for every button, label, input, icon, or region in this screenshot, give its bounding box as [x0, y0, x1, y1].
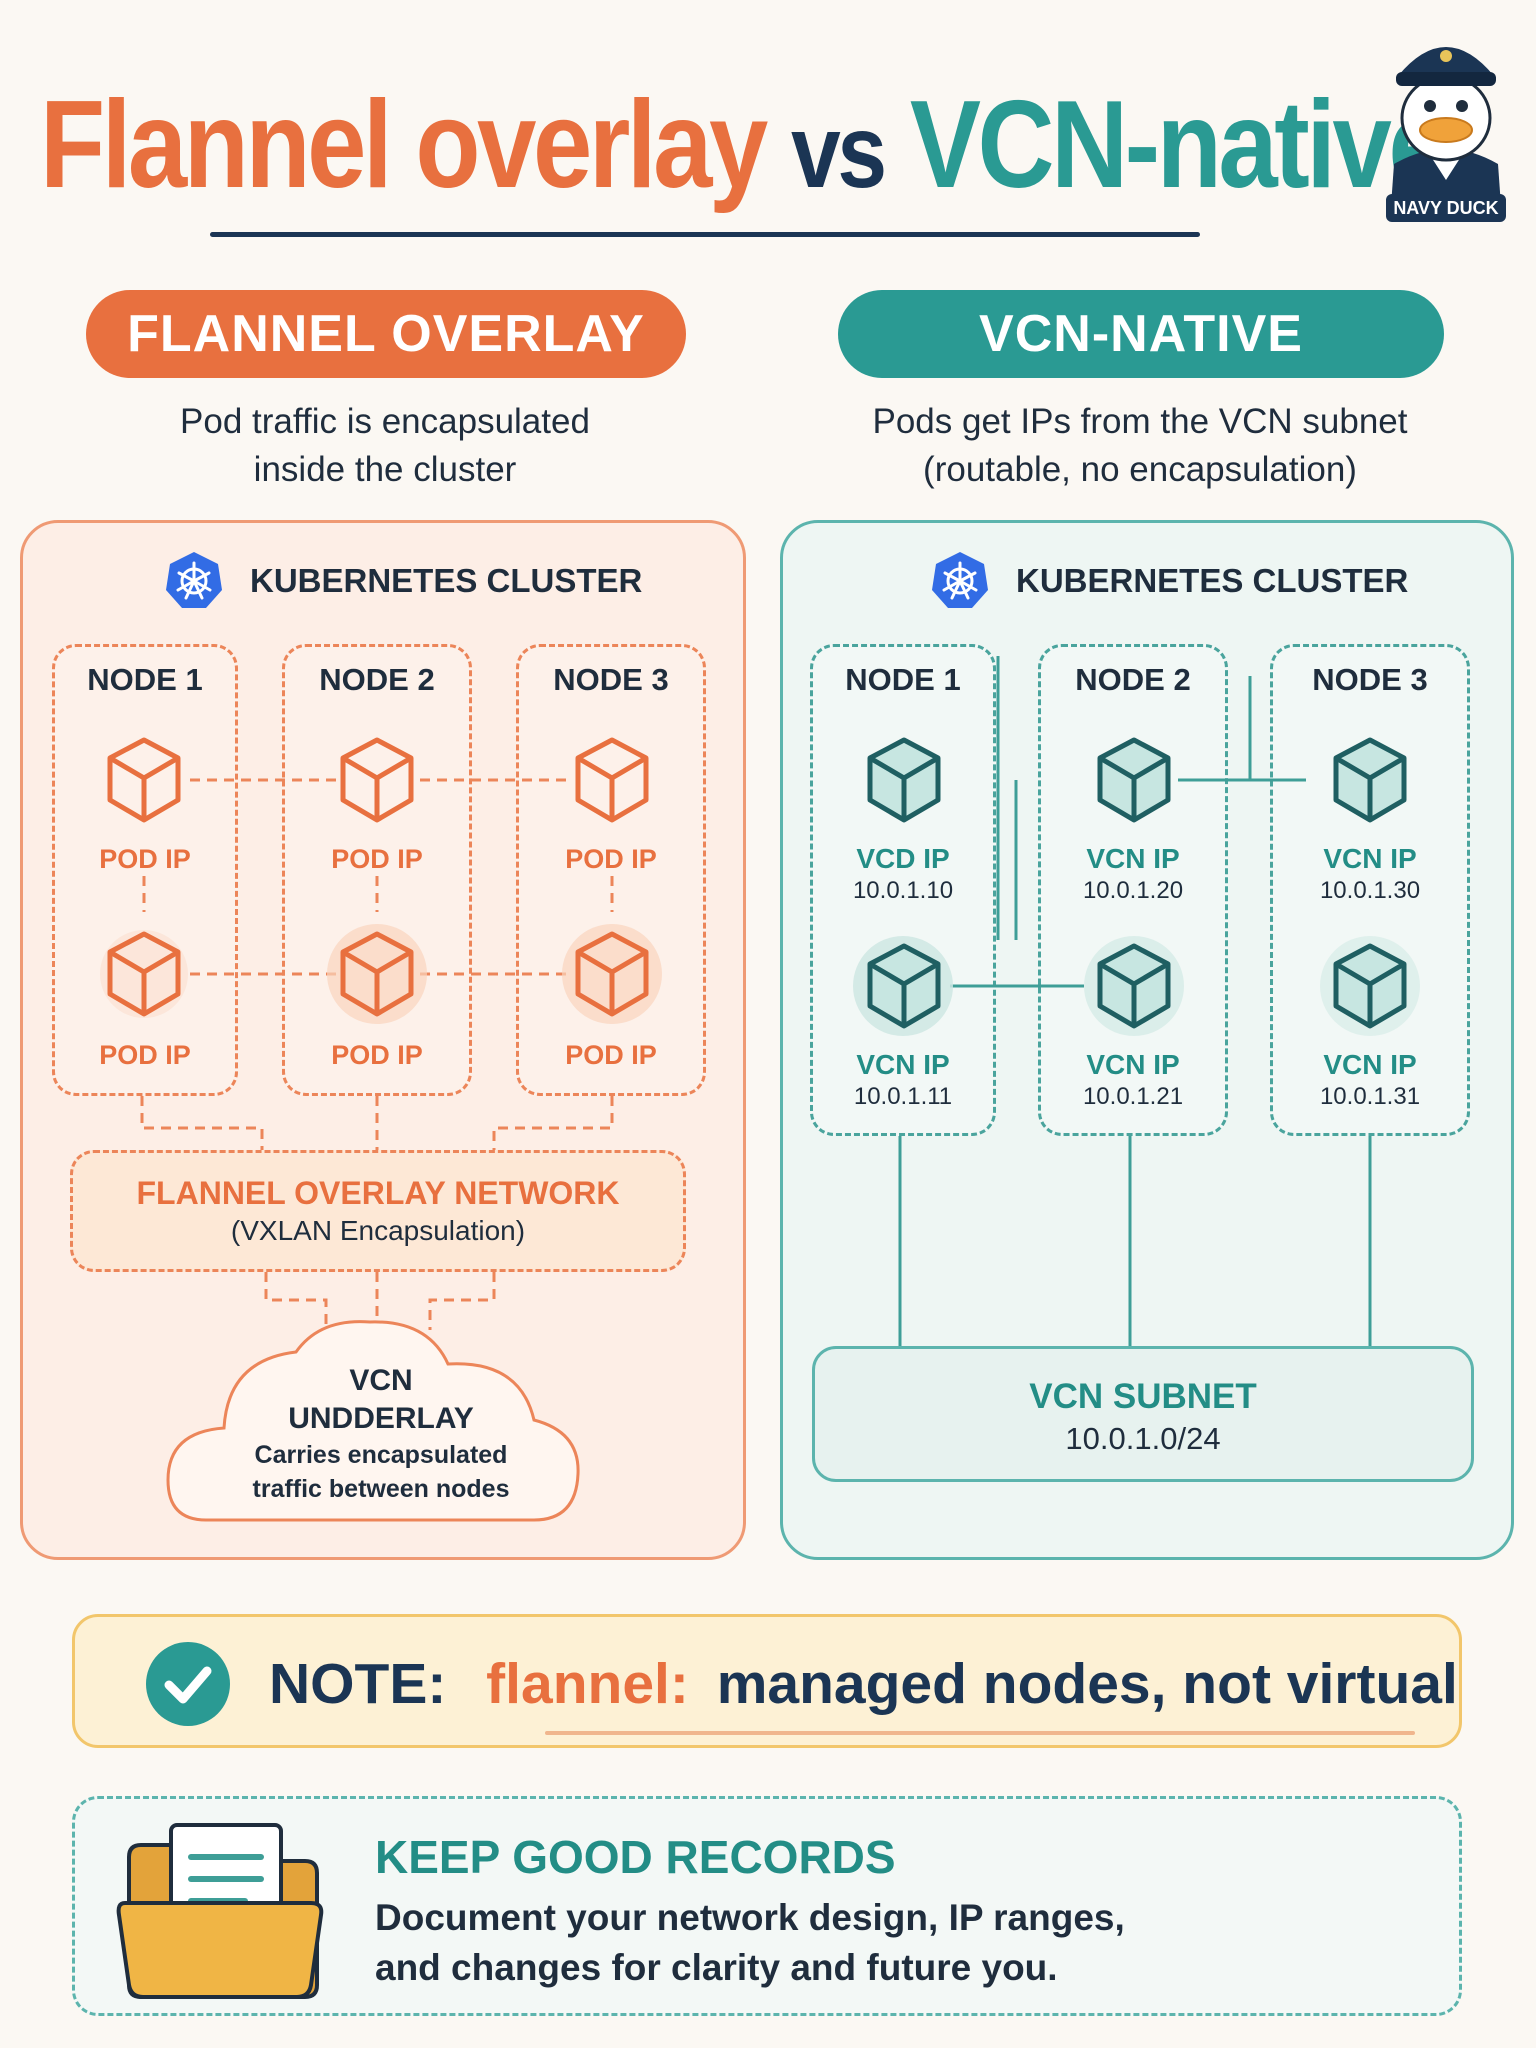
note-value: managed nodes, not virtual: [716, 1652, 1458, 1716]
vcn-pod-ip-node2-top: VCN IP 10.0.1.20: [1038, 842, 1228, 906]
vcn-node-1: [810, 644, 996, 1136]
pod-ip-label: POD IP: [99, 1040, 191, 1070]
flannel-overlay-network: FLANNEL OVERLAY NETWORK (VXLAN Encapsula…: [70, 1150, 686, 1272]
note-text: NOTE: flannel: managed nodes, not virtua…: [269, 1647, 1458, 1721]
vcn-pod-ip-node1-top: VCD IP 10.0.1.10: [810, 842, 996, 906]
vcn-node-3-title: NODE 3: [1312, 662, 1428, 697]
vcn-cluster-label: KUBERNETES CLUSTER: [1016, 562, 1409, 599]
vcn-node-2: [1038, 644, 1228, 1136]
underlay-sub-line1: Carries encapsulated: [254, 1441, 508, 1469]
vcn-subtitle-line2: (routable, no encapsulation): [923, 450, 1357, 489]
title-flannel: Flannel overlay: [40, 76, 768, 214]
vcn-ip-address: 10.0.1.31: [1319, 1083, 1421, 1110]
note-underline: [545, 1731, 1415, 1735]
vcn-pod-cube-icon: [1333, 943, 1407, 1029]
records-line1: Document your network design, IP ranges,: [375, 1897, 1125, 1938]
pod-cube-icon: [340, 931, 414, 1017]
vcn-pod-ip-node3-bottom: VCN IP 10.0.1.31: [1270, 1048, 1470, 1112]
vcn-pod-cube-icon: [1097, 737, 1171, 823]
vcn-pod-ip-node1-bottom: VCN IP 10.0.1.11: [810, 1048, 996, 1112]
title-vcn: VCN-native: [909, 76, 1448, 214]
vcn-ip-label: VCN IP: [1323, 843, 1417, 874]
page-title: Flannel overlay vs VCN-native: [40, 60, 1448, 230]
vcn-node-1-title: NODE 1: [845, 662, 961, 697]
navy-duck-mascot: NAVY DUCK: [1386, 47, 1506, 222]
vcn-subtitle: Pods get IPs from the VCN subnet (routab…: [790, 398, 1490, 494]
vcn-ip-label: VCN IP: [1086, 843, 1180, 874]
vcn-node-3: [1270, 644, 1470, 1136]
vcn-ip-label: VCN IP: [1323, 1049, 1417, 1080]
note-banner: NOTE: flannel: managed nodes, not virtua…: [72, 1614, 1462, 1748]
records-title: KEEP GOOD RECORDS: [375, 1831, 896, 1883]
pod-cube-icon: [575, 737, 649, 823]
vcn-pod-cube-icon: [867, 943, 941, 1029]
title-vs: vs: [791, 94, 887, 210]
vcn-pod-ip-node3-top: VCN IP 10.0.1.30: [1270, 842, 1470, 906]
kubernetes-icon: [932, 552, 988, 608]
pod-cube-icon: [107, 737, 181, 823]
pod-cube-icon: [107, 931, 181, 1017]
vcn-ip-label: VCN IP: [1086, 1049, 1180, 1080]
vcn-ip-address: 10.0.1.20: [1082, 877, 1184, 904]
vcn-ip-address: 10.0.1.30: [1319, 877, 1421, 904]
flannel-node-1: [52, 644, 238, 1096]
flannel-node-3-title: NODE 3: [553, 662, 669, 697]
vcn-node-2-title: NODE 2: [1075, 662, 1191, 697]
underlay-title-line2: UNDDERLAY: [288, 1402, 474, 1435]
vcn-ip-address: 10.0.1.10: [852, 877, 954, 904]
vcn-ip-label: VCD IP: [856, 843, 950, 874]
pod-ip-label: POD IP: [331, 1040, 423, 1070]
pod-ip-label: POD IP: [565, 1040, 657, 1070]
vcn-ip-address: 10.0.1.11: [853, 1083, 953, 1110]
vcn-pod-cube-icon: [1333, 737, 1407, 823]
check-circle-icon: [146, 1642, 230, 1726]
vcn-ip-address: 10.0.1.21: [1082, 1083, 1184, 1110]
pod-cube-icon: [575, 931, 649, 1017]
mascot-label: NAVY DUCK: [1393, 198, 1498, 218]
note-label: NOTE:: [269, 1652, 447, 1716]
flannel-node-2-title: NODE 2: [319, 662, 435, 697]
vcn-pod-ip-node2-bottom: VCN IP 10.0.1.21: [1038, 1048, 1228, 1112]
vcn-subnet-title: VCN SUBNET: [1029, 1377, 1257, 1416]
pod-ip-label: POD IP: [99, 844, 191, 874]
overlay-network-subtitle: (VXLAN Encapsulation): [230, 1215, 526, 1246]
vcn-subtitle-line1: Pods get IPs from the VCN subnet: [872, 402, 1408, 441]
vcn-pod-cube-icon: [1097, 943, 1171, 1029]
pod-ip-label: POD IP: [565, 844, 657, 874]
records-tip: KEEP GOOD RECORDS Document your network …: [72, 1796, 1462, 2016]
flannel-cluster-label: KUBERNETES CLUSTER: [250, 562, 643, 599]
flannel-subtitle-line1: Pod traffic is encapsulated: [180, 402, 590, 441]
pod-ip-label: POD IP: [331, 844, 423, 874]
vcn-native-header: VCN-NATIVE: [838, 290, 1444, 378]
vcn-subnet-cidr: 10.0.1.0/24: [1065, 1421, 1221, 1456]
flannel-node-1-title: NODE 1: [87, 662, 203, 697]
title-underline: [210, 232, 1200, 237]
underlay-title-line1: VCN: [349, 1364, 413, 1397]
folder-icon: [116, 1823, 324, 1999]
underlay-sub-line2: traffic between nodes: [252, 1475, 510, 1503]
flannel-overlay-header: FLANNEL OVERLAY: [86, 290, 686, 378]
kubernetes-icon: [166, 552, 222, 608]
pod-cube-icon: [340, 737, 414, 823]
flannel-subtitle: Pod traffic is encapsulated inside the c…: [60, 398, 710, 494]
note-key: flannel:: [486, 1652, 689, 1716]
flannel-subtitle-line2: inside the cluster: [253, 450, 517, 489]
records-line2: and changes for clarity and future you.: [375, 1947, 1058, 1988]
vcn-subnet: VCN SUBNET 10.0.1.0/24: [812, 1346, 1474, 1482]
vcn-pod-cube-icon: [867, 737, 941, 823]
records-body: Document your network design, IP ranges,…: [375, 1893, 1275, 1993]
vcn-underlay-cloud: VCN UNDDERLAY Carries encapsulated traff…: [226, 1362, 536, 1506]
vcn-ip-label: VCN IP: [856, 1049, 950, 1080]
overlay-network-title: FLANNEL OVERLAY NETWORK: [136, 1175, 620, 1211]
